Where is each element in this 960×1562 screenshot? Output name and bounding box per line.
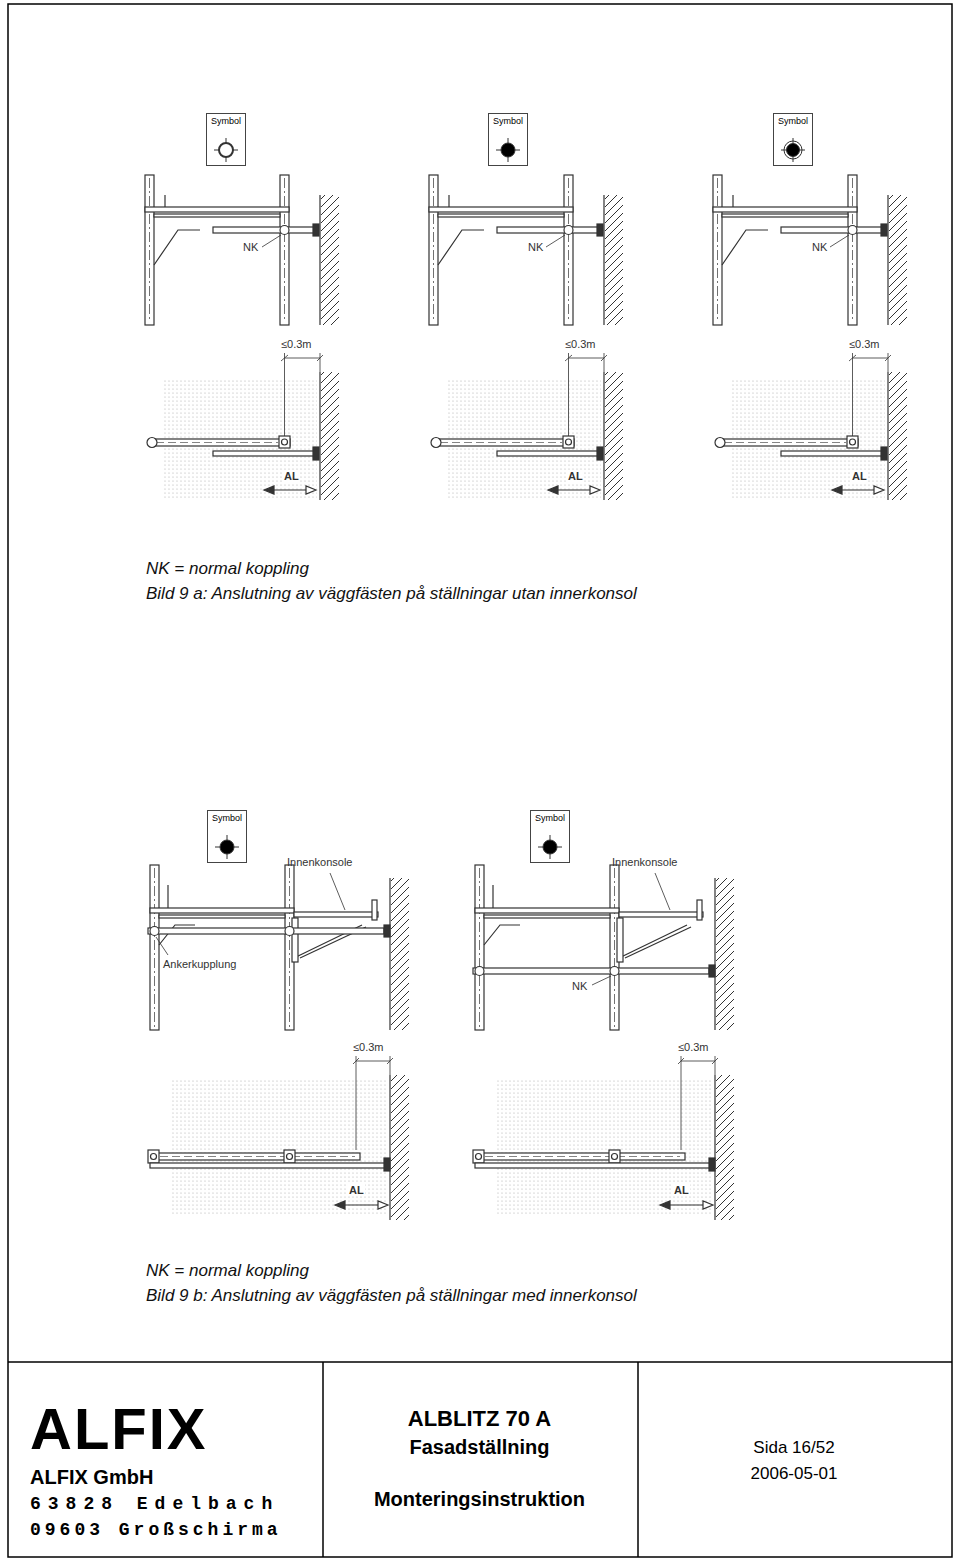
symbol-caption: Symbol [535, 813, 565, 823]
symbol-box: Symbol [206, 113, 246, 166]
logo-cell: ALFIX ALFIX GmbH 63828 Edelbach 09603 Großs… [8, 1362, 323, 1557]
product-subtitle: Fasadställning [409, 1436, 549, 1459]
company-address: 09603 Großschirma [30, 1520, 282, 1541]
title-cell: ALBLITZ 70 A FasadställningMonteringsinst… [323, 1362, 638, 1557]
anchor-force-label: AL [851, 470, 868, 482]
part-label: Innenkonsole [287, 856, 352, 868]
figure-caption: Bild 9 b: Anslutning av väggfästen på st… [146, 1287, 637, 1306]
part-label: Innenkonsole [612, 856, 677, 868]
symbol-caption: Symbol [778, 116, 808, 126]
page-cell: Sida 16/52 2006-05-01 [638, 1362, 952, 1557]
symbol-box: Symbol [488, 113, 528, 166]
symbol-caption: Symbol [493, 116, 523, 126]
symbol-box: Symbol [773, 113, 813, 166]
anchor-force-label: AL [283, 470, 300, 482]
company-name: ALFIX GmbH [30, 1466, 153, 1489]
coupling-label: NK [243, 241, 258, 253]
document-date: 2006-05-01 [751, 1464, 838, 1484]
document-type: Monteringsinstruktion [374, 1488, 585, 1511]
dimension-label: ≤0.3m [849, 338, 880, 350]
dimension-label: ≤0.3m [281, 338, 312, 350]
symbol-box: Symbol [207, 810, 247, 863]
anchor-force-label: AL [348, 1184, 365, 1196]
caption-note: NK = normal koppling [146, 560, 309, 579]
figure-caption: Bild 9 a: Anslutning av väggfästen på st… [146, 585, 637, 604]
symbol-caption: Symbol [212, 813, 242, 823]
anchor-force-label: AL [673, 1184, 690, 1196]
company-logo: ALFIX [30, 1396, 208, 1463]
page-number: Sida 16/52 [753, 1438, 834, 1458]
coupling-label: NK [812, 241, 827, 253]
anchor-force-label: AL [567, 470, 584, 482]
dimension-label: ≤0.3m [678, 1041, 709, 1053]
coupling-label: NK [572, 980, 587, 992]
symbol-box: Symbol [530, 810, 570, 863]
dimension-label: ≤0.3m [565, 338, 596, 350]
dimension-label: ≤0.3m [353, 1041, 384, 1053]
symbol-caption: Symbol [211, 116, 241, 126]
product-title: ALBLITZ 70 A [408, 1406, 551, 1431]
company-address: 63828 Edelbach [30, 1494, 279, 1515]
coupling-label: NK [528, 241, 543, 253]
part-label: Ankerkupplung [163, 958, 236, 970]
caption-note: NK = normal koppling [146, 1262, 309, 1281]
